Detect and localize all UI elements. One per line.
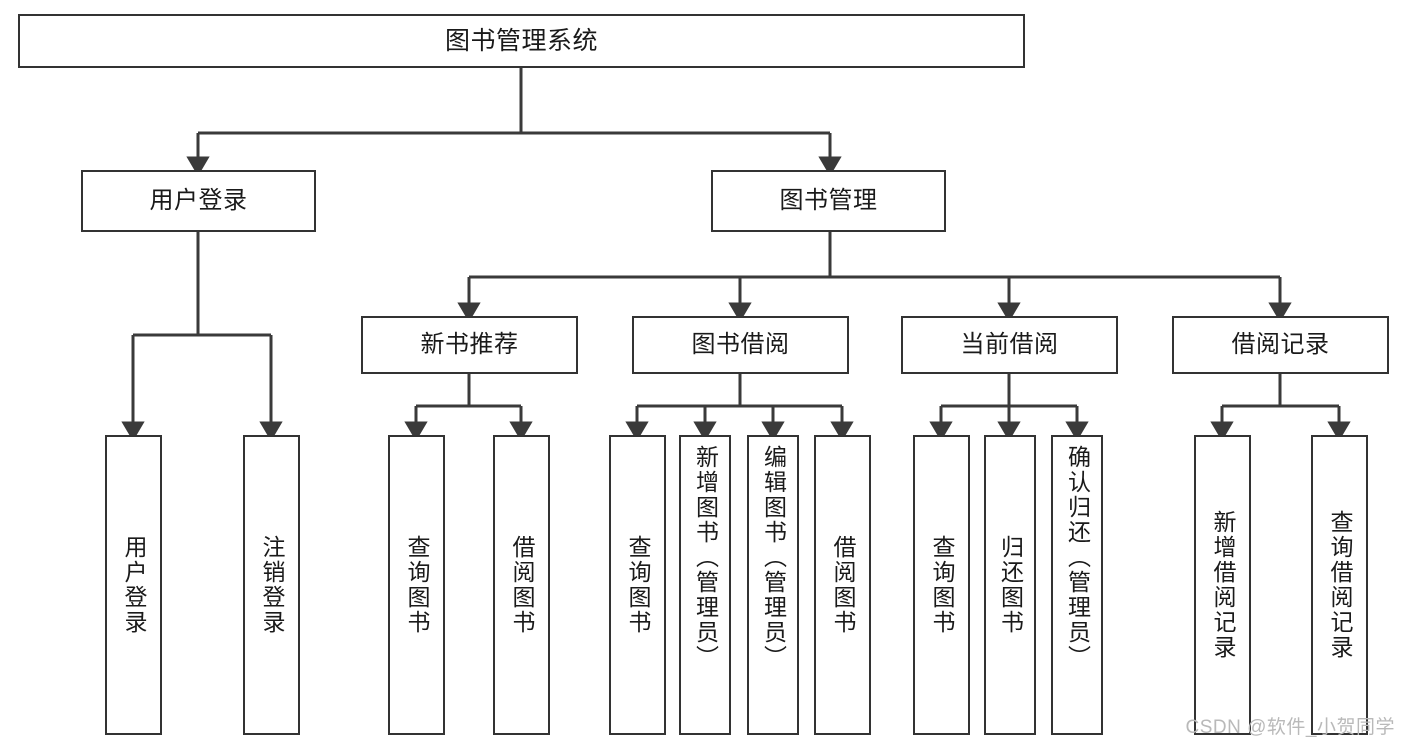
node-book-borrow-label: 图书借阅 [691, 330, 790, 358]
node-borrow-record-label: 借阅记录 [1231, 330, 1330, 358]
node-leaf-query-borrow-record-label: 查询借阅记录 [1327, 510, 1353, 660]
node-current-borrow[interactable]: 当前借阅 [901, 316, 1118, 374]
node-leaf-add-book-admin[interactable]: 新增图书（管理员） [679, 435, 731, 735]
node-root[interactable]: 图书管理系统 [18, 14, 1025, 68]
node-user-login[interactable]: 用户登录 [81, 170, 316, 232]
node-leaf-borrow-book[interactable]: 借阅图书 [814, 435, 871, 735]
node-new-book-recommendation-label: 新书推荐 [420, 330, 519, 358]
node-leaf-user-login[interactable]: 用户登录 [105, 435, 162, 735]
node-leaf-query-book-rec[interactable]: 查询图书 [388, 435, 445, 735]
node-leaf-add-borrow-record[interactable]: 新增借阅记录 [1194, 435, 1251, 735]
node-leaf-return-book[interactable]: 归还图书 [984, 435, 1036, 735]
node-leaf-borrow-book-rec[interactable]: 借阅图书 [493, 435, 550, 735]
node-root-label: 图书管理系统 [444, 27, 598, 55]
node-leaf-user-login-label: 用户登录 [121, 535, 147, 635]
node-user-login-label: 用户登录 [149, 186, 248, 214]
node-leaf-confirm-return-admin[interactable]: 确认归还（管理员） [1051, 435, 1103, 735]
node-leaf-logout[interactable]: 注销登录 [243, 435, 300, 735]
node-leaf-return-book-label: 归还图书 [997, 535, 1024, 635]
node-current-borrow-label: 当前借阅 [960, 330, 1059, 358]
node-book-borrow[interactable]: 图书借阅 [632, 316, 849, 374]
node-leaf-borrow-book-label: 借阅图书 [830, 535, 856, 635]
node-leaf-query-borrow-record[interactable]: 查询借阅记录 [1311, 435, 1368, 735]
node-leaf-edit-book-admin-label: 编辑图书（管理员） [760, 445, 787, 670]
node-leaf-confirm-return-admin-label: 确认归还（管理员） [1064, 445, 1091, 670]
node-leaf-add-borrow-record-label: 新增借阅记录 [1210, 510, 1236, 660]
node-leaf-logout-label: 注销登录 [259, 535, 285, 635]
csdn-watermark: CSDN @软件_小贺同学 [1185, 717, 1395, 738]
node-leaf-borrow-book-rec-label: 借阅图书 [509, 535, 535, 635]
node-leaf-edit-book-admin[interactable]: 编辑图书（管理员） [747, 435, 799, 735]
node-leaf-add-book-admin-label: 新增图书（管理员） [692, 445, 719, 670]
node-borrow-record[interactable]: 借阅记录 [1172, 316, 1389, 374]
node-new-book-recommendation[interactable]: 新书推荐 [361, 316, 578, 374]
node-leaf-query-book-borrow-label: 查询图书 [625, 535, 651, 635]
node-leaf-query-book-rec-label: 查询图书 [404, 535, 430, 635]
node-leaf-query-book-current-label: 查询图书 [929, 535, 955, 635]
node-book-manage[interactable]: 图书管理 [711, 170, 946, 232]
node-leaf-query-book-borrow[interactable]: 查询图书 [609, 435, 666, 735]
node-leaf-query-book-current[interactable]: 查询图书 [913, 435, 970, 735]
node-book-manage-label: 图书管理 [779, 186, 878, 214]
